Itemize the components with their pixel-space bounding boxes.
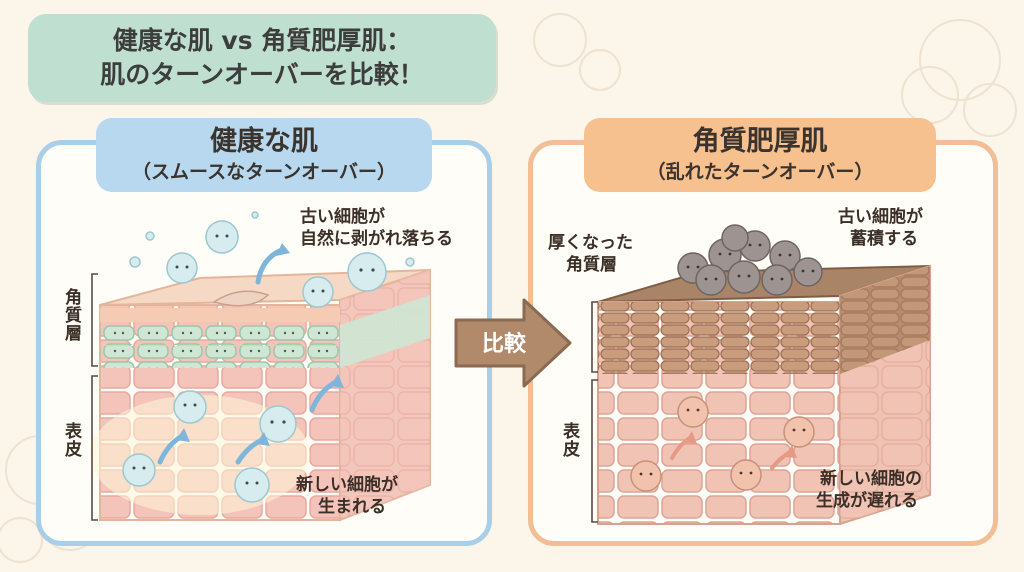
new-cells-born-label-1: 新しい細胞が [296, 475, 398, 495]
healthy-skin-block [90, 268, 431, 522]
epidermis-label-left: 表皮 [61, 422, 81, 458]
healthy-cell-bubbles [122, 211, 415, 503]
healthy-skin-header: 健康な肌 （スムースなターンオーバー） [96, 118, 432, 192]
old-cells-accumulate-label-2: 蓄積する [850, 229, 918, 249]
old-cells-accumulate-label-1: 古い細胞が [838, 207, 923, 227]
thickened-layer-label-1: 厚くなった [548, 233, 633, 253]
thickened-skin-title: 角質肥厚肌 [692, 126, 828, 157]
healthy-skin-title: 健康な肌 [210, 126, 318, 157]
title-line-1: 健康な肌 vs 角質肥厚肌： [112, 26, 412, 55]
healthy-cell-faces [132, 234, 375, 485]
thickened-skin-block [597, 264, 931, 526]
title-banner: 健康な肌 vs 角質肥厚肌： 肌のターンオーバーを比較！ [28, 14, 496, 102]
thickened-skin-header: 角質肥厚肌 （乱れたターンオーバー） [584, 118, 936, 192]
old-cells-shed-label-1: 古い細胞が [300, 207, 385, 227]
layer-brackets [91, 273, 598, 523]
thickened-layer-label-2: 角質層 [566, 255, 617, 275]
new-cells-delayed-label-2: 生成が遅れる [816, 491, 918, 511]
new-cells-born-label-2: 生まれる [318, 497, 386, 517]
compare-label: 比較 [481, 332, 526, 357]
thickened-skin-subtitle: （乱れたターンオーバー） [646, 161, 874, 183]
slow-new-cells [630, 396, 815, 492]
epidermis-label-right: 表皮 [559, 422, 579, 458]
compare-arrow [454, 298, 572, 388]
accumulated-old-cells [677, 224, 823, 296]
old-cell-faces [686, 243, 815, 281]
new-cells-delayed-label-1: 新しい細胞の [820, 469, 922, 489]
old-cells-shed-label-2: 自然に剥がれ落ちる [300, 229, 453, 249]
healthy-skin-subtitle: （スムースなターンオーバー） [132, 161, 396, 183]
stratum-corneum-label: 角質層 [61, 288, 81, 342]
title-line-2: 肌のターンオーバーを比較！ [100, 60, 424, 89]
